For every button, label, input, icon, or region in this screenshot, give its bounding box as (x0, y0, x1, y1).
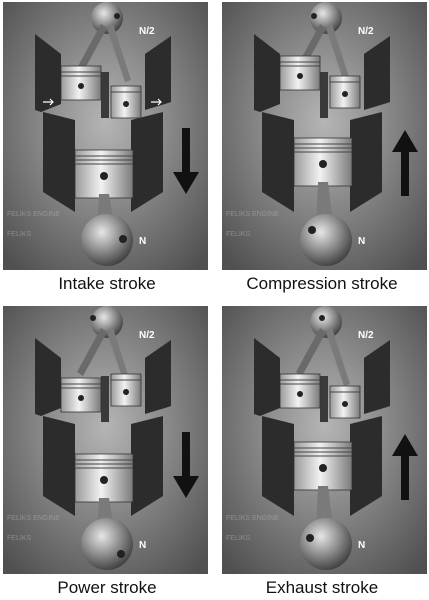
watermark-text: FELIKS ENGINE (226, 515, 279, 522)
crankshaft-disc (81, 214, 133, 266)
piston-pin (123, 101, 129, 107)
crank-speed-label: N (139, 236, 146, 247)
engine-illustration: N/2N FELIKS ENGINE FELIKS (3, 2, 208, 270)
cam-speed-label: N/2 (139, 26, 155, 37)
upper-block-left (35, 338, 61, 416)
upper-block-right (364, 36, 390, 110)
crankshaft-pin (308, 226, 316, 234)
stroke-direction-arrow-shaft (401, 454, 409, 500)
up-arrow-icon (392, 130, 418, 152)
center-divider (101, 72, 109, 118)
cam-speed-label: N/2 (358, 26, 374, 37)
caption-exhaust-stroke: Exhaust stroke (265, 578, 379, 597)
engine-illustration: N/2N FELIKS ENGINE FELIKS (222, 2, 427, 270)
lower-block-right (131, 112, 163, 212)
watermark-text: FELIKS ENGINE (7, 515, 60, 522)
camshaft-pin (114, 13, 120, 19)
center-divider (101, 376, 109, 422)
crankshaft-disc (81, 518, 133, 570)
intake-flow-arrow-right (151, 98, 162, 106)
caption-power-stroke: Power stroke (57, 578, 157, 597)
piston-pin (342, 91, 348, 97)
piston-pin (78, 395, 84, 401)
watermark-text: FELIKS (7, 231, 31, 238)
camshaft-disc (91, 306, 123, 338)
connecting-rod-right (326, 24, 350, 82)
camshaft-pin (90, 315, 96, 321)
piston-pin (100, 476, 108, 484)
down-arrow-icon (173, 172, 199, 194)
connecting-rod-left (77, 328, 107, 376)
piston-pin (78, 83, 84, 89)
upper-block-left (35, 34, 61, 112)
connecting-rod-right (107, 328, 131, 386)
piston-pin (342, 401, 348, 407)
engine-illustration: N/2N FELIKS ENGINE FELIKS (222, 306, 427, 574)
watermark-text: FELIKS ENGINE (7, 211, 60, 218)
crank-speed-label: N (358, 540, 365, 551)
piston-pin (319, 464, 327, 472)
lower-block-left (262, 416, 294, 516)
crank-speed-label: N (139, 540, 146, 551)
stroke-direction-arrow-shaft (401, 150, 409, 196)
engine-illustration: N/2N FELIKS ENGINE FELIKS (3, 306, 208, 574)
lower-block-left (43, 112, 75, 212)
up-arrow-icon (392, 434, 418, 456)
cam-speed-label: N/2 (358, 330, 374, 341)
upper-block-left (254, 338, 280, 416)
lower-block-left (43, 416, 75, 516)
camshaft-pin (311, 13, 317, 19)
upper-block-left (254, 34, 280, 112)
crankshaft-pin (119, 235, 127, 243)
piston-pin (297, 391, 303, 397)
connecting-rod-right (326, 328, 350, 386)
crankshaft-pin (306, 534, 314, 542)
lower-block-right (350, 112, 382, 212)
watermark-text: FELIKS (226, 231, 250, 238)
crankshaft-disc (300, 214, 352, 266)
camshaft-disc (310, 306, 342, 338)
crankshaft-disc (300, 518, 352, 570)
down-arrow-icon (173, 476, 199, 498)
upper-block-right (145, 36, 171, 110)
piston-pin (100, 172, 108, 180)
upper-block-right (364, 340, 390, 414)
center-divider (320, 72, 328, 118)
camshaft-disc (91, 2, 123, 34)
piston-pin (319, 160, 327, 168)
upper-block-right (145, 340, 171, 414)
watermark-text: FELIKS (7, 535, 31, 542)
connecting-rod-right (107, 24, 131, 82)
stroke-direction-arrow-shaft (182, 128, 190, 176)
stroke-direction-arrow-shaft (182, 432, 190, 480)
caption-compression-stroke: Compression stroke (246, 274, 398, 293)
watermark-text: FELIKS (226, 535, 250, 542)
lower-block-left (262, 112, 294, 212)
lower-block-right (131, 416, 163, 516)
piston-pin (297, 73, 303, 79)
watermark-text: FELIKS ENGINE (226, 211, 279, 218)
piston-pin (123, 389, 129, 395)
crank-speed-label: N (358, 236, 365, 247)
camshaft-pin (319, 315, 325, 321)
connecting-rod-left (296, 328, 326, 376)
caption-intake-stroke: Intake stroke (58, 274, 156, 293)
intake-flow-arrow-left (43, 98, 54, 106)
connecting-rod-left (77, 24, 107, 72)
lower-block-right (350, 416, 382, 516)
camshaft-disc (310, 2, 342, 34)
crankshaft-pin (117, 550, 125, 558)
cam-speed-label: N/2 (139, 330, 155, 341)
center-divider (320, 376, 328, 422)
